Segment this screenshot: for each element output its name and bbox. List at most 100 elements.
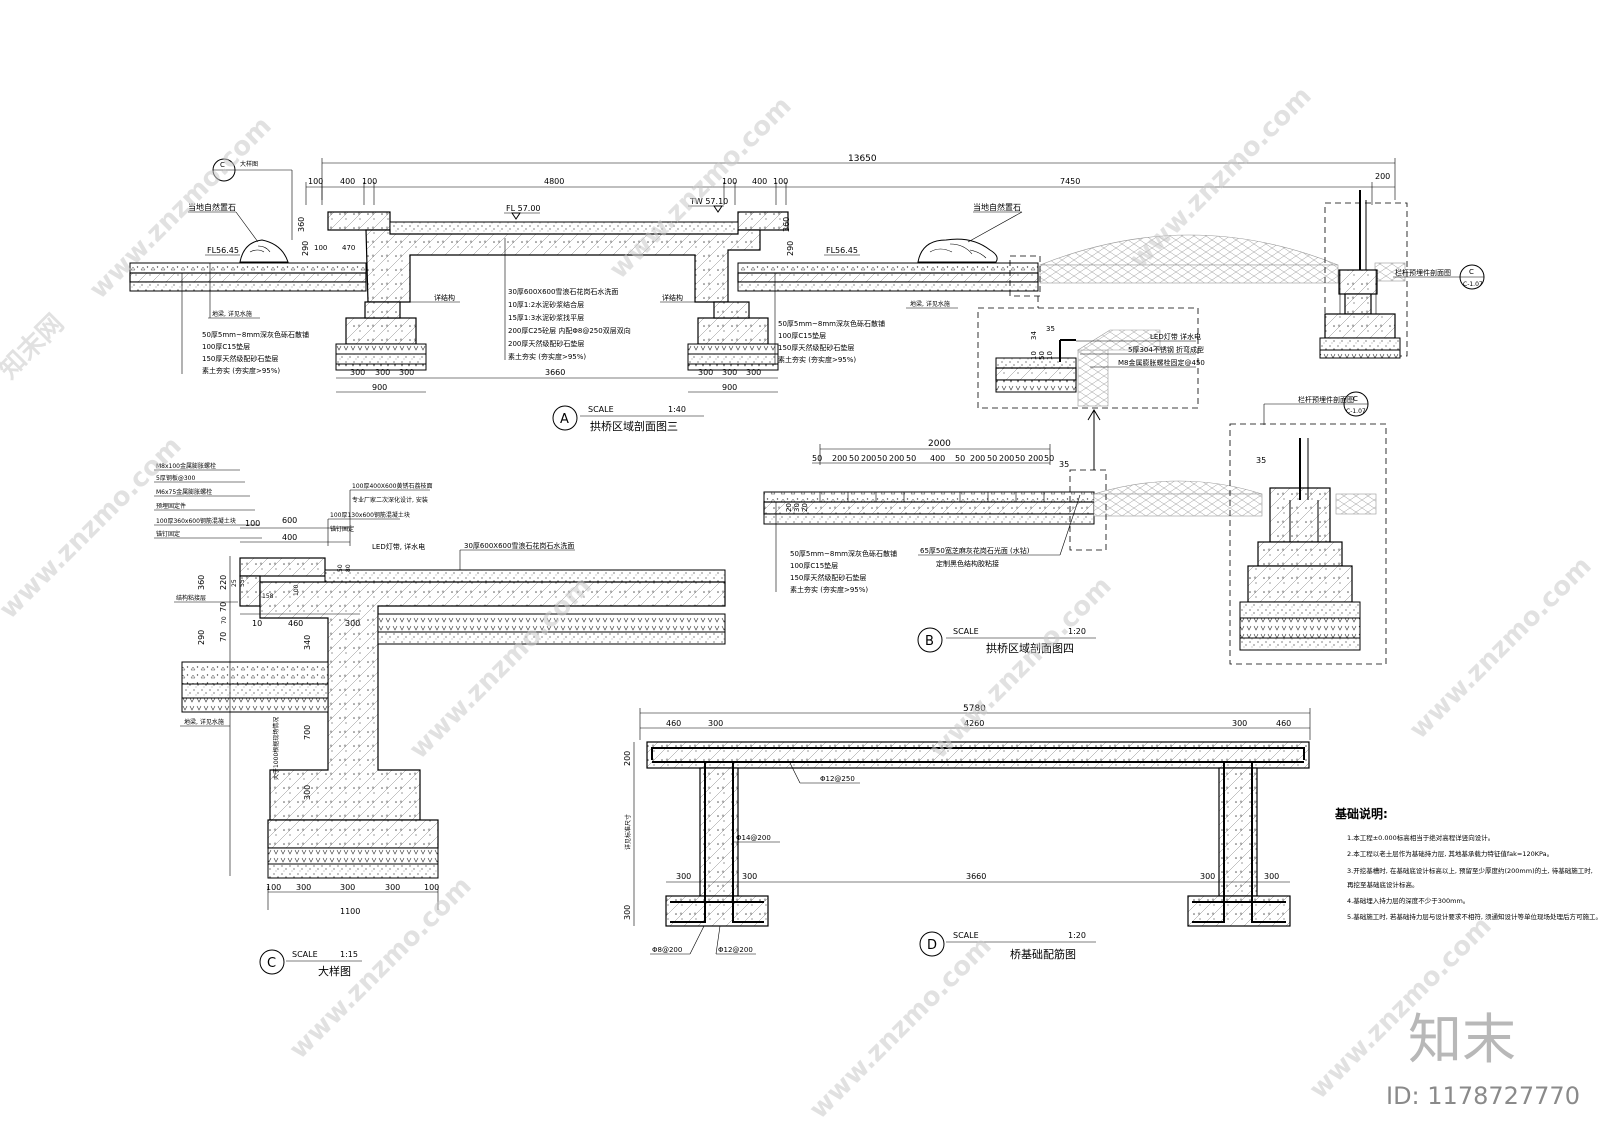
c-note-left-5: 锚钉固定 bbox=[156, 530, 180, 538]
d-dim-bottom-0: 300 bbox=[676, 872, 691, 881]
c-bdim-total: 1100 bbox=[340, 907, 360, 916]
ground-label-right: 地梁, 详见水施 bbox=[910, 300, 950, 308]
left-stone bbox=[129, 281, 367, 292]
c-vdim-1: 220 bbox=[219, 575, 228, 590]
c-left-paving bbox=[181, 661, 329, 685]
right-gravel bbox=[737, 262, 1039, 274]
b-layer-2: 150厚天然级配砂石垫层 bbox=[790, 573, 866, 582]
detail-small: 35 34 10 50 10 LED灯带 详水电 5厚304不锈钢 折弯成型 M… bbox=[977, 255, 1205, 470]
b-ref-code: C-1.07 bbox=[1346, 408, 1366, 415]
d-column-right bbox=[1218, 767, 1258, 897]
b-dim-12: 50 bbox=[1015, 454, 1025, 463]
c-note-top-3: 锚钉固定 bbox=[330, 525, 354, 533]
foundation-notes: 基础说明: 1.本工程±0.000标高相当于绝对高程详竖向设计。 2.本工程以老… bbox=[1334, 806, 1600, 921]
watermark-id: ID: 1178727770 bbox=[1386, 1082, 1580, 1110]
c-vdim-4: 70 bbox=[219, 632, 228, 642]
b-dim-3: 200 bbox=[861, 454, 876, 463]
dim-bottom-5: 300 bbox=[722, 368, 737, 377]
dim-bottom-1: 300 bbox=[375, 368, 390, 377]
b-dim-7: 400 bbox=[930, 454, 945, 463]
note-item-3: 再挖至基础底设计标高。 bbox=[1347, 880, 1419, 889]
dim-top-7: 7450 bbox=[1060, 177, 1080, 186]
bridge-layer-3: 200厚C25砼层 内配Φ8@250双层双向 bbox=[508, 326, 631, 335]
left-layer-2: 150厚天然级配砂石垫层 bbox=[202, 354, 278, 363]
c-note-left-2: M6x75金属膨胀螺栓 bbox=[156, 488, 212, 496]
bridge-layer-0: 30厚600X600雪浪石花岗石水洗面 bbox=[508, 287, 618, 296]
title-badge-b-letter: B bbox=[925, 634, 934, 649]
left-layer-3: 素土夯实 (夯实度>95%) bbox=[202, 366, 280, 375]
dim-bottom-3: 3660 bbox=[545, 368, 565, 377]
b-paving bbox=[763, 491, 1095, 503]
c-hdim-top-1: 400 bbox=[282, 533, 297, 542]
watermark-brand: 知末网 bbox=[0, 309, 70, 385]
b-dim-6: 50 bbox=[906, 454, 916, 463]
bridge-layer-5: 素土夯实 (夯实度>95%) bbox=[508, 352, 586, 361]
c-sdim-5: 100 bbox=[293, 584, 300, 596]
c-footing bbox=[267, 819, 439, 849]
title-b: 拱桥区域剖面图四 bbox=[986, 641, 1074, 655]
d-dim-bottom: 300 300 3660 300 300 bbox=[676, 872, 1279, 881]
railing-note: 栏杆预埋件剖面图 bbox=[1395, 268, 1451, 277]
arch-bridge bbox=[1039, 234, 1339, 266]
left-c15 bbox=[129, 272, 367, 283]
c-hdim-top-2: 600 bbox=[282, 516, 297, 525]
c-sdim-4: 158 bbox=[262, 593, 274, 600]
detail-dims: 35 34 10 50 10 bbox=[1030, 325, 1055, 360]
left-layer-1: 100厚C15垫层 bbox=[202, 342, 250, 351]
note-item-4: 4.基础埋入持力层的深度不少于300mm。 bbox=[1347, 896, 1469, 905]
detail-dim-0: 35 bbox=[1046, 325, 1055, 333]
right-layer-notes: 50厚5mm~8mm深灰色砾石散铺 100厚C15垫层 150厚天然级配砂石垫层… bbox=[774, 273, 885, 365]
left-layer-0: 50厚5mm~8mm深灰色砾石散铺 bbox=[202, 330, 309, 339]
b-dim-5: 200 bbox=[889, 454, 904, 463]
scale-value-d: 1:20 bbox=[1068, 931, 1086, 940]
c-vdim-5: 340 bbox=[303, 635, 312, 650]
bridge-body bbox=[365, 229, 761, 303]
title-d: 桥基础配筋图 bbox=[1010, 947, 1076, 961]
c-sdim-3: 80 bbox=[345, 564, 352, 572]
d-column-left bbox=[699, 767, 739, 897]
detail-dim-4: 10 bbox=[1046, 351, 1054, 360]
detail-note-0: LED灯带 详水电 bbox=[1150, 332, 1201, 341]
b-edge-note-0: 65厚50宽芝麻灰花岗石光面 (水钻) bbox=[920, 546, 1030, 555]
detail-dim-2: 10 bbox=[1030, 351, 1038, 360]
vdim-1: 290 bbox=[301, 241, 310, 256]
d-dim-bottom-3: 300 bbox=[1200, 872, 1215, 881]
b-dim-total: 2000 bbox=[928, 439, 951, 449]
dim-bottom-sub-0: 900 bbox=[372, 383, 387, 392]
rock-right bbox=[917, 238, 998, 263]
b-dim-13: 200 bbox=[1028, 454, 1043, 463]
d-dim-bottom-1: 300 bbox=[742, 872, 757, 881]
c-hdim-mid-1: 460 bbox=[288, 619, 303, 628]
c-vdim-3: 290 bbox=[197, 630, 206, 645]
note-item-2: 3.开挖基槽时, 在基础底设计标高以上, 预留至少厚度约(200mm)的土, 待… bbox=[1347, 866, 1593, 875]
c-note-top-2: 100厚130x600钢筋混凝土块 bbox=[330, 511, 410, 519]
b-edge-note-1: 定制黑色结构胶粘接 bbox=[936, 559, 999, 568]
c-small-dims: 25 55 50 80 158 100 70 bbox=[221, 564, 352, 624]
c-bdim-0: 100 bbox=[266, 883, 281, 892]
vdim-0: 360 bbox=[297, 217, 306, 232]
b-vdim-2: 20 bbox=[801, 503, 809, 512]
section-b: 2000 50 200 50 200 50 200 50 400 50 200 … bbox=[763, 391, 1387, 665]
c-note-top-1: 专业厂家二次深化设计, 安装 bbox=[352, 496, 428, 504]
rock-label-right: 当地自然置石 bbox=[973, 202, 1021, 212]
dim-bottom-sub-1: 900 bbox=[722, 383, 737, 392]
d-side-note: 详见标准尺寸 bbox=[624, 814, 632, 850]
d-vdim-0: 200 bbox=[623, 751, 632, 766]
b-ref-note: 栏杆预埋件剖面图 bbox=[1298, 395, 1354, 404]
dim-top-1: 400 bbox=[340, 177, 355, 186]
level-fl-left: FL56.45 bbox=[207, 246, 239, 255]
b-layer-3: 素土夯实 (夯实度>95%) bbox=[790, 585, 868, 594]
rock-left bbox=[239, 239, 289, 263]
scale-label-c: SCALE bbox=[292, 950, 318, 959]
c-hdims-mid: 10 460 300 bbox=[252, 619, 360, 628]
b-dim-segments: 50 200 50 200 50 200 50 400 50 200 50 20… bbox=[812, 454, 1054, 463]
dim-top-4: 100 bbox=[722, 177, 737, 186]
c-bdim-4: 100 bbox=[424, 883, 439, 892]
title-badge-a-letter: A bbox=[560, 412, 569, 427]
dim-bottom-6: 300 bbox=[746, 368, 761, 377]
d-dim-top-4: 460 bbox=[1276, 719, 1291, 728]
b-dim-10: 50 bbox=[987, 454, 997, 463]
dim-top-6: 100 bbox=[773, 177, 788, 186]
scale-value-b: 1:20 bbox=[1068, 627, 1086, 636]
